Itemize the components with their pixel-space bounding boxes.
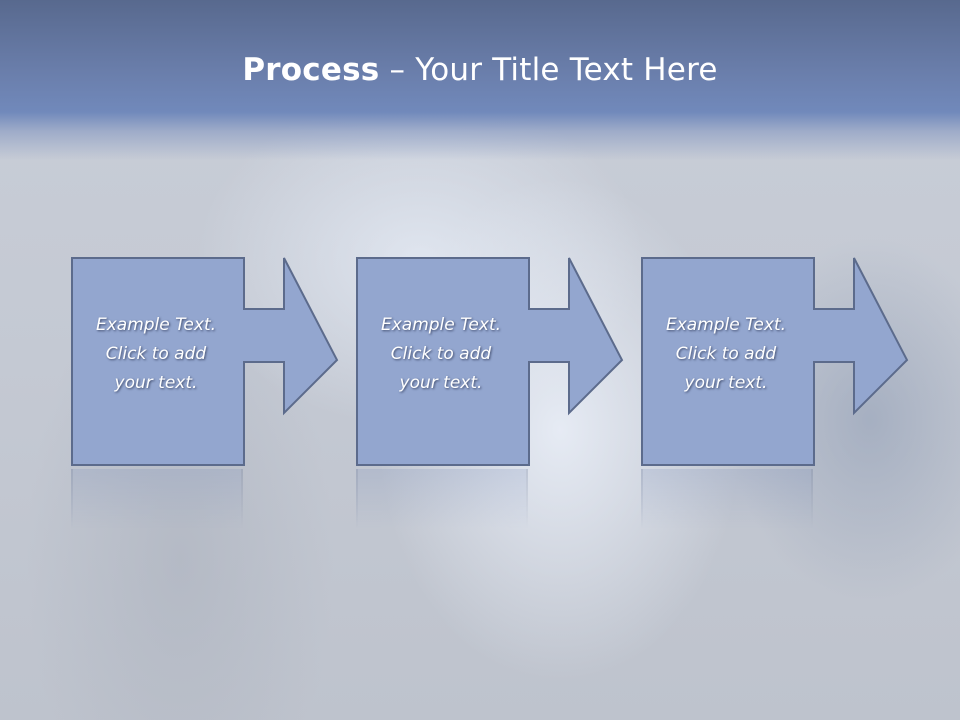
step-text-line2: Click to add — [105, 344, 207, 364]
slide-title[interactable]: Process – Your Title Text Here — [0, 52, 960, 88]
step-reflection — [641, 469, 921, 529]
step-text-line1: Example Text. — [665, 315, 787, 335]
step-text[interactable]: Example Text. Click to add your text. — [645, 311, 807, 398]
step-box-arrow-shape — [71, 257, 339, 466]
step-box-arrow-shape — [641, 257, 909, 466]
step-text-line2: Click to add — [390, 344, 492, 364]
step-text-line3: your text. — [399, 373, 483, 393]
step-reflection — [71, 469, 351, 529]
step-text[interactable]: Example Text. Click to add your text. — [360, 311, 522, 398]
title-band — [0, 0, 960, 160]
process-step-1[interactable]: Example Text. Click to add your text. — [71, 257, 351, 467]
step-text-line1: Example Text. — [95, 315, 217, 335]
process-step-3[interactable]: Example Text. Click to add your text. — [641, 257, 921, 467]
step-text-line2: Click to add — [675, 344, 777, 364]
process-step-2[interactable]: Example Text. Click to add your text. — [356, 257, 636, 467]
title-rest-text: – Your Title Text Here — [379, 52, 718, 88]
step-text-line3: your text. — [114, 373, 198, 393]
title-bold-text: Process — [242, 52, 380, 88]
step-text[interactable]: Example Text. Click to add your text. — [75, 311, 237, 398]
step-reflection — [356, 469, 636, 529]
step-text-line3: your text. — [684, 373, 768, 393]
step-text-line1: Example Text. — [380, 315, 502, 335]
step-box-arrow-shape — [356, 257, 624, 466]
